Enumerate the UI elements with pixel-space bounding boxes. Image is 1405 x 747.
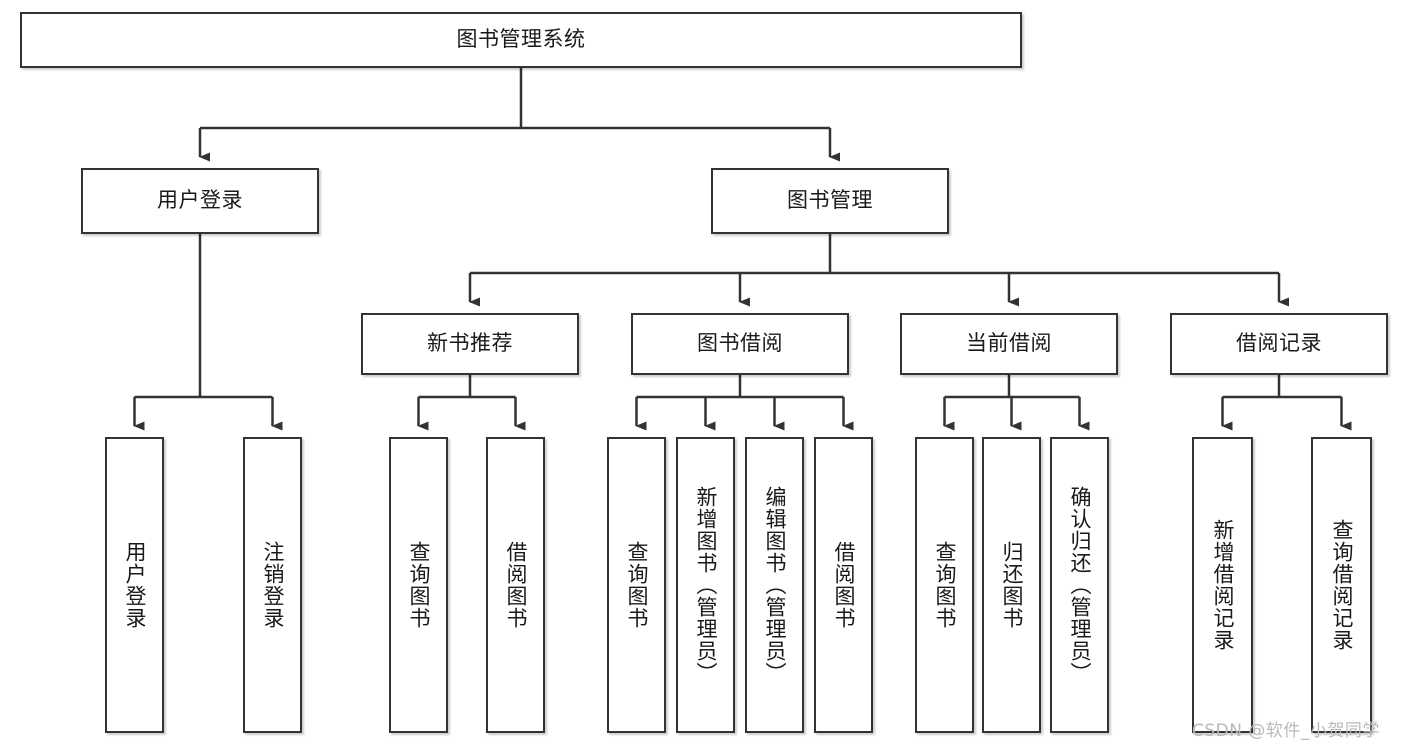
node-leaf-rec-1[interactable]: 新增借阅记录	[1192, 437, 1253, 733]
node-leaf-login-2[interactable]: 注销登录	[243, 437, 302, 733]
node-leaf-borrow-4[interactable]: 借阅图书	[814, 437, 873, 733]
node-root[interactable]: 图书管理系统	[20, 12, 1022, 68]
node-label: 图书管理系统	[456, 27, 586, 52]
node-label: 查询图书	[624, 541, 649, 629]
node-leaf-borrow-2[interactable]: 新增图书（管理员）	[676, 437, 735, 733]
node-label: 图书管理	[787, 188, 873, 213]
node-leaf-cur-2[interactable]: 归还图书	[982, 437, 1041, 733]
node-label: 借阅图书	[831, 541, 856, 629]
node-label: 查询图书	[932, 541, 957, 629]
edge-group	[133, 68, 1352, 431]
node-records[interactable]: 借阅记录	[1170, 313, 1388, 375]
node-label: 注销登录	[260, 541, 285, 629]
node-bookmgmt[interactable]: 图书管理	[711, 168, 949, 234]
node-label: 新书推荐	[427, 331, 513, 356]
node-label: 用户登录	[157, 188, 243, 213]
node-label: 用户登录	[122, 541, 147, 629]
csdn-watermark: CSDN @软件_小贺同学	[1192, 721, 1380, 741]
node-leaf-rec-2[interactable]: 查询借阅记录	[1311, 437, 1372, 733]
node-label: 图书借阅	[697, 331, 783, 356]
node-leaf-cur-1[interactable]: 查询图书	[915, 437, 974, 733]
node-leaf-login-1[interactable]: 用户登录	[105, 437, 164, 733]
node-current[interactable]: 当前借阅	[900, 313, 1118, 375]
node-leaf-new-1[interactable]: 查询图书	[389, 437, 448, 733]
node-label: 编辑图书（管理员）	[762, 486, 787, 684]
node-label: 当前借阅	[966, 331, 1052, 356]
node-borrow[interactable]: 图书借阅	[631, 313, 849, 375]
node-login[interactable]: 用户登录	[81, 168, 319, 234]
node-label: 新增图书（管理员）	[693, 486, 718, 684]
node-label: 借阅图书	[503, 541, 528, 629]
node-leaf-cur-3[interactable]: 确认归还（管理员）	[1050, 437, 1109, 733]
node-label: 查询借阅记录	[1329, 519, 1354, 651]
node-leaf-borrow-1[interactable]: 查询图书	[607, 437, 666, 733]
node-label: 确认归还（管理员）	[1067, 486, 1092, 684]
node-leaf-borrow-3[interactable]: 编辑图书（管理员）	[745, 437, 804, 733]
node-label: 查询图书	[406, 541, 431, 629]
node-newbook[interactable]: 新书推荐	[361, 313, 579, 375]
node-label: 归还图书	[999, 541, 1024, 629]
node-label: 借阅记录	[1236, 331, 1322, 356]
node-label: 新增借阅记录	[1210, 519, 1235, 651]
node-leaf-new-2[interactable]: 借阅图书	[486, 437, 545, 733]
